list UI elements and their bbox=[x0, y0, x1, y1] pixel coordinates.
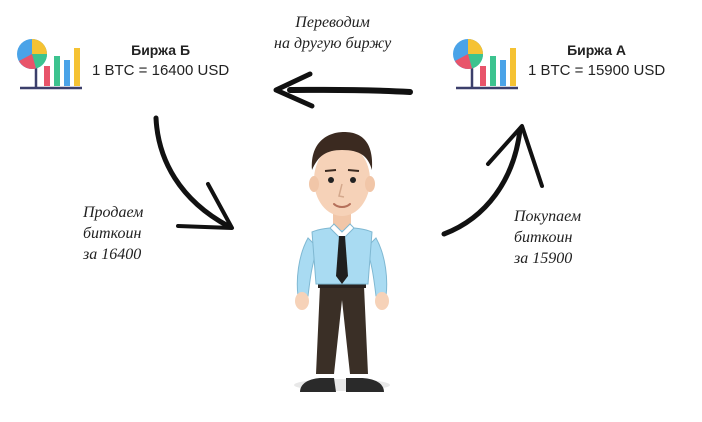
exchange-b-name: Биржа Б bbox=[131, 42, 191, 58]
sell-arrow bbox=[153, 115, 234, 230]
buy-arrow bbox=[441, 124, 544, 237]
exchange-a-rate: 1 BTC = 15900 USD bbox=[528, 62, 666, 79]
exchange-a: Биржа А 1 BTC = 15900 USD bbox=[450, 36, 665, 94]
chart-logo-icon bbox=[453, 39, 518, 90]
exchange-b-rate: 1 BTC = 16400 USD bbox=[92, 62, 230, 79]
transfer-caption: Переводим на другую биржу bbox=[274, 14, 392, 52]
transfer-arrow bbox=[273, 71, 413, 109]
sell-caption: Продаем биткоин за 16400 bbox=[83, 204, 144, 263]
chart-logo-icon bbox=[17, 39, 82, 90]
exchange-b: Биржа Б 1 BTC = 16400 USD bbox=[14, 36, 229, 94]
buy-caption: Покупаем биткоин за 15900 bbox=[514, 208, 582, 267]
businessman-figure bbox=[294, 132, 390, 392]
exchange-a-name: Биржа А bbox=[567, 42, 627, 58]
